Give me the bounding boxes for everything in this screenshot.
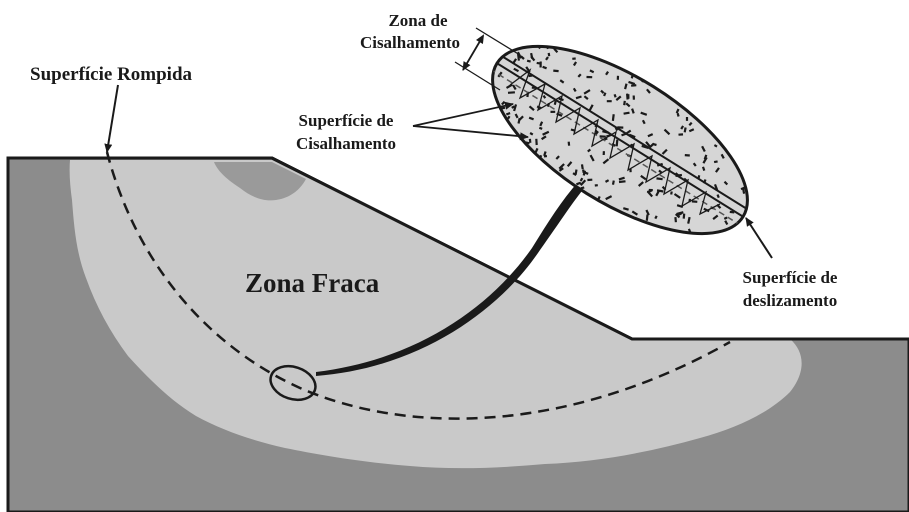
label-shear-surface-line1: Superfície de xyxy=(299,111,394,130)
grain-mark xyxy=(581,187,584,188)
grain-mark xyxy=(647,191,651,192)
grain-mark xyxy=(631,85,636,86)
grain-mark xyxy=(655,216,656,219)
grain-mark xyxy=(543,67,547,69)
grain-mark xyxy=(647,215,648,221)
grain-mark xyxy=(553,71,558,72)
grain-mark xyxy=(606,180,609,182)
grain-mark xyxy=(613,114,614,121)
grain-mark xyxy=(581,178,583,181)
grain-mark xyxy=(743,189,744,194)
grain-mark xyxy=(718,195,719,198)
grain-mark xyxy=(582,164,583,169)
grain-mark xyxy=(675,217,676,222)
grain-mark xyxy=(714,145,717,147)
grain-mark xyxy=(501,108,506,109)
grain-mark xyxy=(529,118,534,120)
label-ruptured-surface: Superfície Rompida xyxy=(30,64,193,85)
grain-mark xyxy=(657,178,663,179)
grain-mark xyxy=(678,113,679,116)
grain-mark xyxy=(617,140,618,147)
grain-mark xyxy=(508,116,510,119)
grain-mark xyxy=(526,143,530,144)
grain-mark xyxy=(671,192,672,195)
grain-mark xyxy=(685,128,686,133)
grain-mark xyxy=(530,133,533,135)
shear-surface-arrow-1 xyxy=(413,104,513,126)
grain-mark xyxy=(703,167,704,171)
label-weak-zone: Zona Fraca xyxy=(245,268,380,298)
grain-mark xyxy=(624,113,630,114)
grain-mark xyxy=(615,94,616,97)
ruptured-surface-arrow xyxy=(107,85,118,152)
grain-mark xyxy=(544,96,546,99)
grain-mark xyxy=(555,101,556,105)
label-shear-zone-line1: Zona de xyxy=(388,11,447,30)
grain-mark xyxy=(623,208,628,210)
label-shear-surface-line2: Cisalhamento xyxy=(296,134,396,153)
grain-mark xyxy=(508,92,515,93)
grain-mark xyxy=(625,84,626,89)
grain-mark xyxy=(688,217,689,224)
grain-mark xyxy=(730,212,735,213)
grain-mark xyxy=(549,53,550,56)
shear-zone-dimension-arrow xyxy=(463,36,483,70)
grain-mark xyxy=(506,113,510,114)
label-shear-zone-line2: Cisalhamento xyxy=(360,33,460,52)
grain-mark xyxy=(714,161,718,162)
grain-mark xyxy=(576,183,580,185)
grain-mark xyxy=(684,214,685,219)
grain-mark xyxy=(584,172,589,174)
shear-zone-extension-line-1 xyxy=(476,28,520,55)
grain-mark xyxy=(724,218,727,219)
label-slip-surface-line2: deslizamento xyxy=(743,291,837,310)
slip-surface-arrow xyxy=(746,218,772,258)
grain-mark xyxy=(632,109,634,114)
grain-mark xyxy=(619,181,626,182)
grain-mark xyxy=(527,61,531,62)
grain-mark xyxy=(624,101,625,105)
grain-mark xyxy=(613,181,614,185)
grain-mark xyxy=(657,190,663,191)
grain-mark xyxy=(604,93,605,96)
grain-mark xyxy=(627,94,628,100)
grain-mark xyxy=(539,128,542,129)
label-slip-surface-line1: Superfície de xyxy=(743,268,838,287)
grain-mark xyxy=(653,144,656,145)
